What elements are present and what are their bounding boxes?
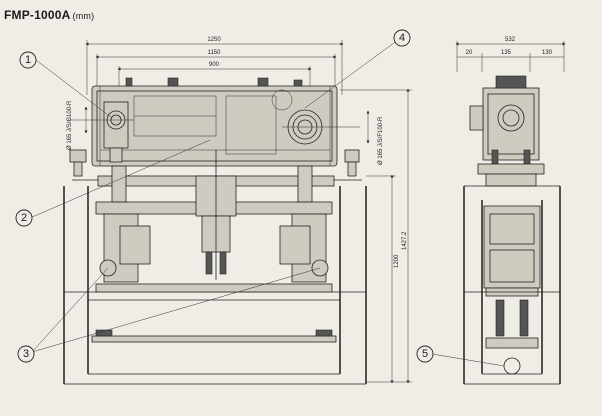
dim-900: 900 xyxy=(209,62,220,68)
side-gearbox xyxy=(469,75,540,165)
unit-label: (mm) xyxy=(72,11,95,21)
front-dimension-lines xyxy=(85,40,344,95)
callout-2-circle xyxy=(15,209,33,227)
center-ring xyxy=(271,89,293,111)
dim-135: 135 xyxy=(501,50,512,56)
callout-4: 4 xyxy=(399,32,405,44)
flange-left-label: Ø 165 J/S/G100-R xyxy=(67,100,73,150)
callouts: 1 2 4 3 5 xyxy=(15,29,505,367)
callout-4-circle xyxy=(393,29,411,47)
drawing-title: FMP-1000A(mm) xyxy=(4,8,94,22)
left-port xyxy=(68,101,134,163)
dim-532: 532 xyxy=(505,37,516,43)
callout-1-circle xyxy=(19,51,37,69)
gearbox-housing xyxy=(91,77,338,167)
model-name: FMP-1000A xyxy=(4,8,71,22)
callout-3-circle xyxy=(17,345,35,363)
dim-1150: 1150 xyxy=(208,50,222,56)
callout-5-circle xyxy=(416,345,434,363)
dim-1427: 1427.2 xyxy=(402,231,408,250)
dim-1250: 1250 xyxy=(207,37,221,43)
callout-3: 3 xyxy=(23,348,29,360)
mid-frame xyxy=(95,150,335,283)
dim-20: 20 xyxy=(466,50,473,56)
callout-1: 1 xyxy=(25,54,31,66)
callout-5: 5 xyxy=(422,348,428,360)
side-view: 532 20 135 130 xyxy=(455,37,566,385)
flange-right-label: Ø 165 J/S/F100-R xyxy=(378,116,384,165)
dim-1200: 1200 xyxy=(394,254,400,268)
side-stand xyxy=(463,163,561,385)
stand-frame xyxy=(63,186,367,385)
callout-2: 2 xyxy=(21,212,27,224)
right-port xyxy=(282,109,360,145)
dim-130: 130 xyxy=(542,50,553,56)
front-view: 1250 1150 900 xyxy=(63,37,412,385)
